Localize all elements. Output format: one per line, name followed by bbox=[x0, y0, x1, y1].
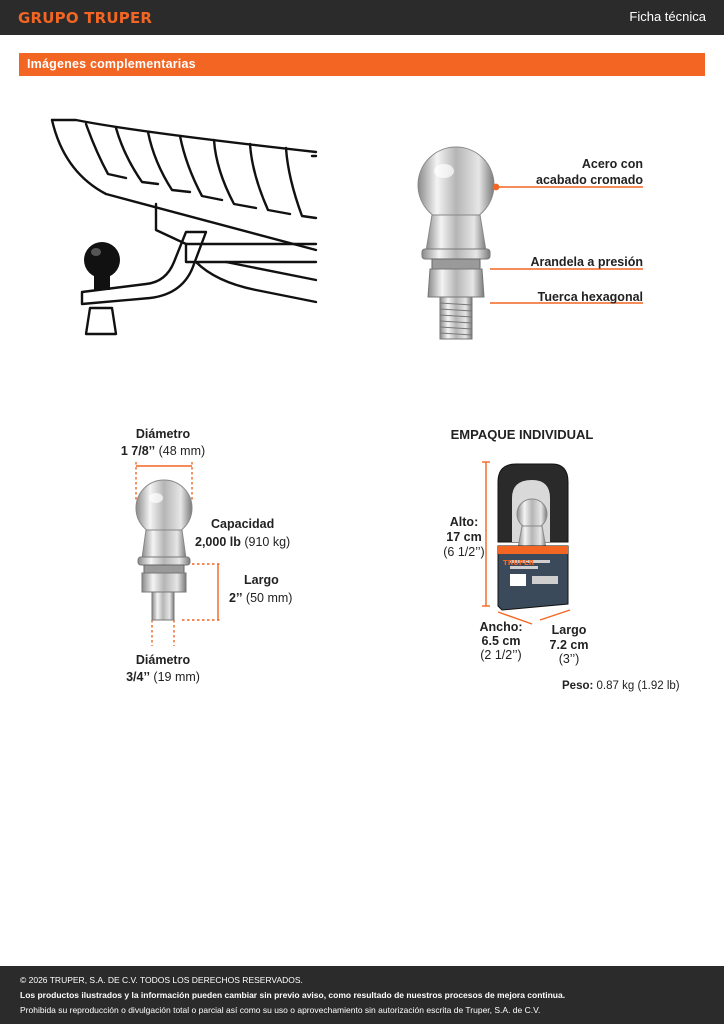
package-length-title: Largo bbox=[551, 623, 587, 637]
footer-copyright: © 2026 TRUPER, S.A. DE C.V. TODOS LOS DE… bbox=[20, 975, 303, 985]
shank-diameter-metric: (19 mm) bbox=[153, 670, 200, 684]
package-height-imperial: (6 1/2’’) bbox=[443, 545, 485, 559]
package-weight-title: Peso: bbox=[562, 680, 594, 692]
callout-washer: Arandela a presión bbox=[530, 255, 643, 269]
package-length-imperial: (3’’) bbox=[558, 652, 580, 666]
package-length-value: 7.2 cm bbox=[549, 638, 589, 652]
hitch-ball-dimension-drawing bbox=[135, 462, 220, 646]
package-brand-label: TRUPER bbox=[503, 559, 535, 567]
capacity-value: 2,000 lb bbox=[195, 535, 241, 549]
capacity-row: 2,000 lb (910 kg) bbox=[195, 534, 305, 550]
shank-diameter-row: 3/4’’ (19 mm) bbox=[100, 669, 226, 685]
callout-material-line2: acabado cromado bbox=[536, 173, 643, 187]
section-header: Imágenes complementarias bbox=[19, 53, 705, 76]
header-bar: GRUPO TRUPER Ficha técnica bbox=[0, 0, 724, 35]
package-weight-row: Peso: 0.87 kg (1.92 lb) bbox=[562, 678, 692, 694]
length-metric: (50 mm) bbox=[245, 591, 293, 605]
ball-diameter-title: Diámetro bbox=[135, 427, 191, 441]
ball-diameter-row: 1 7/8’’ (48 mm) bbox=[100, 443, 226, 459]
shank-diameter-value: 3/4’’ bbox=[126, 670, 150, 684]
capacity-title: Capacidad bbox=[211, 517, 275, 531]
footer-notice: Los productos ilustrados y la informació… bbox=[20, 990, 566, 1000]
ball-diameter-metric: (48 mm) bbox=[158, 444, 206, 458]
package-width-imperial: (2 1/2’’) bbox=[480, 648, 522, 662]
section-title: Imágenes complementarias bbox=[27, 57, 196, 71]
length-row: 2’’ (50 mm) bbox=[229, 590, 319, 606]
length-title: Largo bbox=[244, 573, 279, 587]
footer: © 2026 TRUPER, S.A. DE C.V. TODOS LOS DE… bbox=[0, 966, 724, 1024]
shank-diameter-title: Diámetro bbox=[135, 653, 191, 667]
package-photo bbox=[482, 461, 571, 625]
package-weight-value: 0.87 kg (1.92 lb) bbox=[596, 680, 680, 692]
brand-logo: GRUPO TRUPER bbox=[18, 9, 153, 27]
package-title: EMPAQUE INDIVIDUAL bbox=[450, 427, 594, 442]
ball-diameter-value: 1 7/8’’ bbox=[120, 444, 156, 458]
hitch-ball-callout-photo bbox=[417, 146, 495, 340]
package-width-title: Ancho: bbox=[479, 620, 523, 634]
callout-material-line1: Acero con bbox=[581, 157, 643, 171]
installation-illustration bbox=[50, 118, 318, 336]
callout-leaders bbox=[490, 183, 643, 304]
callout-nut: Tuerca hexagonal bbox=[537, 290, 643, 304]
document-type: Ficha técnica bbox=[629, 9, 706, 24]
package-height-value: 17 cm bbox=[446, 530, 482, 544]
capacity-metric: (910 kg) bbox=[244, 535, 291, 549]
length-value: 2’’ bbox=[229, 591, 243, 605]
package-height-title: Alto: bbox=[449, 515, 479, 529]
footer-prohibition: Prohibida su reproducción o divulgación … bbox=[20, 1005, 541, 1015]
package-width-value: 6.5 cm bbox=[481, 634, 521, 648]
